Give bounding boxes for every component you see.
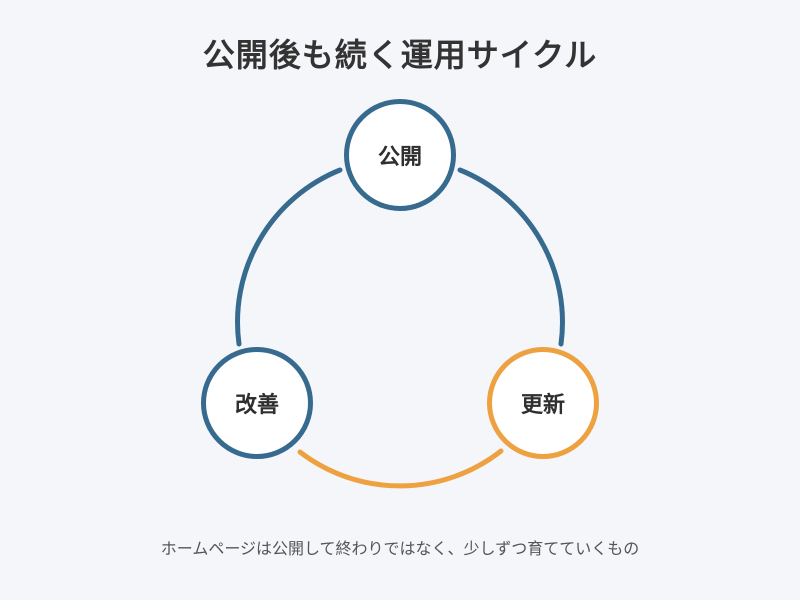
diagram-title: 公開後も続く運用サイクル <box>202 36 598 74</box>
node-publish: 公開 <box>344 99 456 211</box>
node-update-label: 更新 <box>520 393 565 418</box>
node-improve: 改善 <box>201 347 313 459</box>
arc-publish-to-update <box>457 167 565 347</box>
node-publish-label: 公開 <box>377 145 422 170</box>
node-improve-label: 改善 <box>234 393 279 418</box>
arc-update-to-improve <box>297 448 504 489</box>
diagram-caption: ホームページは公開して終わりではなく、少しずつ育てていくもの <box>160 539 640 558</box>
arc-improve-to-publish <box>235 167 343 347</box>
node-update: 更新 <box>487 347 599 459</box>
